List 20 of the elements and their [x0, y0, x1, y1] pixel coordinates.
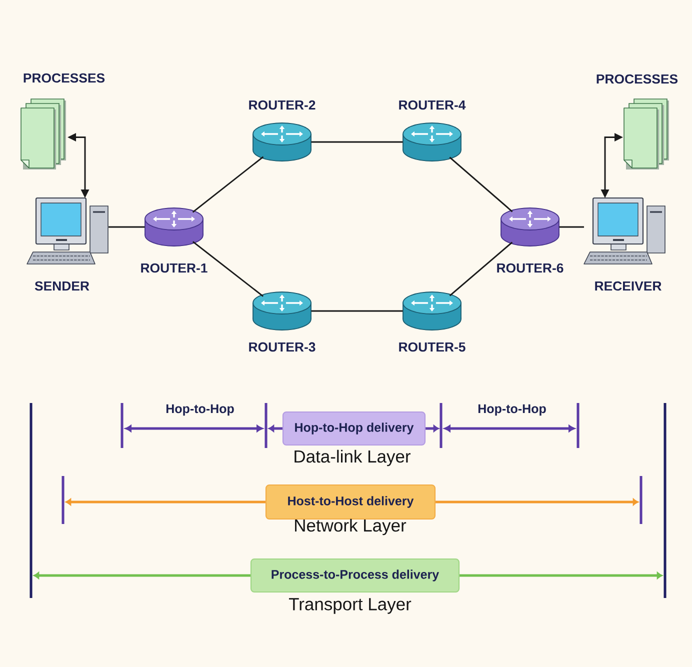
delivery-box: Hop-to-Hop delivery: [282, 411, 426, 446]
layer-label: Data-link Layer: [294, 450, 410, 466]
router-label: ROUTER-4: [399, 100, 466, 110]
computer-label: SENDER: [34, 281, 90, 291]
documents-label: PROCESSES: [596, 74, 678, 84]
documents-icon: [20, 98, 66, 170]
span-label: Hop-to-Hop: [166, 404, 234, 416]
router-label: ROUTER-2: [249, 100, 316, 110]
documents-icon: [624, 98, 669, 170]
layer-label: Transport Layer: [289, 598, 412, 614]
router-label: ROUTER-1: [141, 263, 208, 273]
layer-label: Network Layer: [295, 518, 406, 536]
span-label: Hop-to-Hop: [478, 404, 546, 416]
router-label: ROUTER-3: [249, 342, 316, 352]
delivery-box: Host-to-Host delivery: [265, 484, 436, 520]
router-label: ROUTER-5: [399, 342, 466, 352]
delivery-box: Process-to-Process delivery: [250, 558, 460, 593]
computer-label: RECEIVER: [595, 281, 662, 291]
router-label: ROUTER-6: [497, 263, 564, 273]
documents-label: PROCESSES: [24, 73, 105, 83]
